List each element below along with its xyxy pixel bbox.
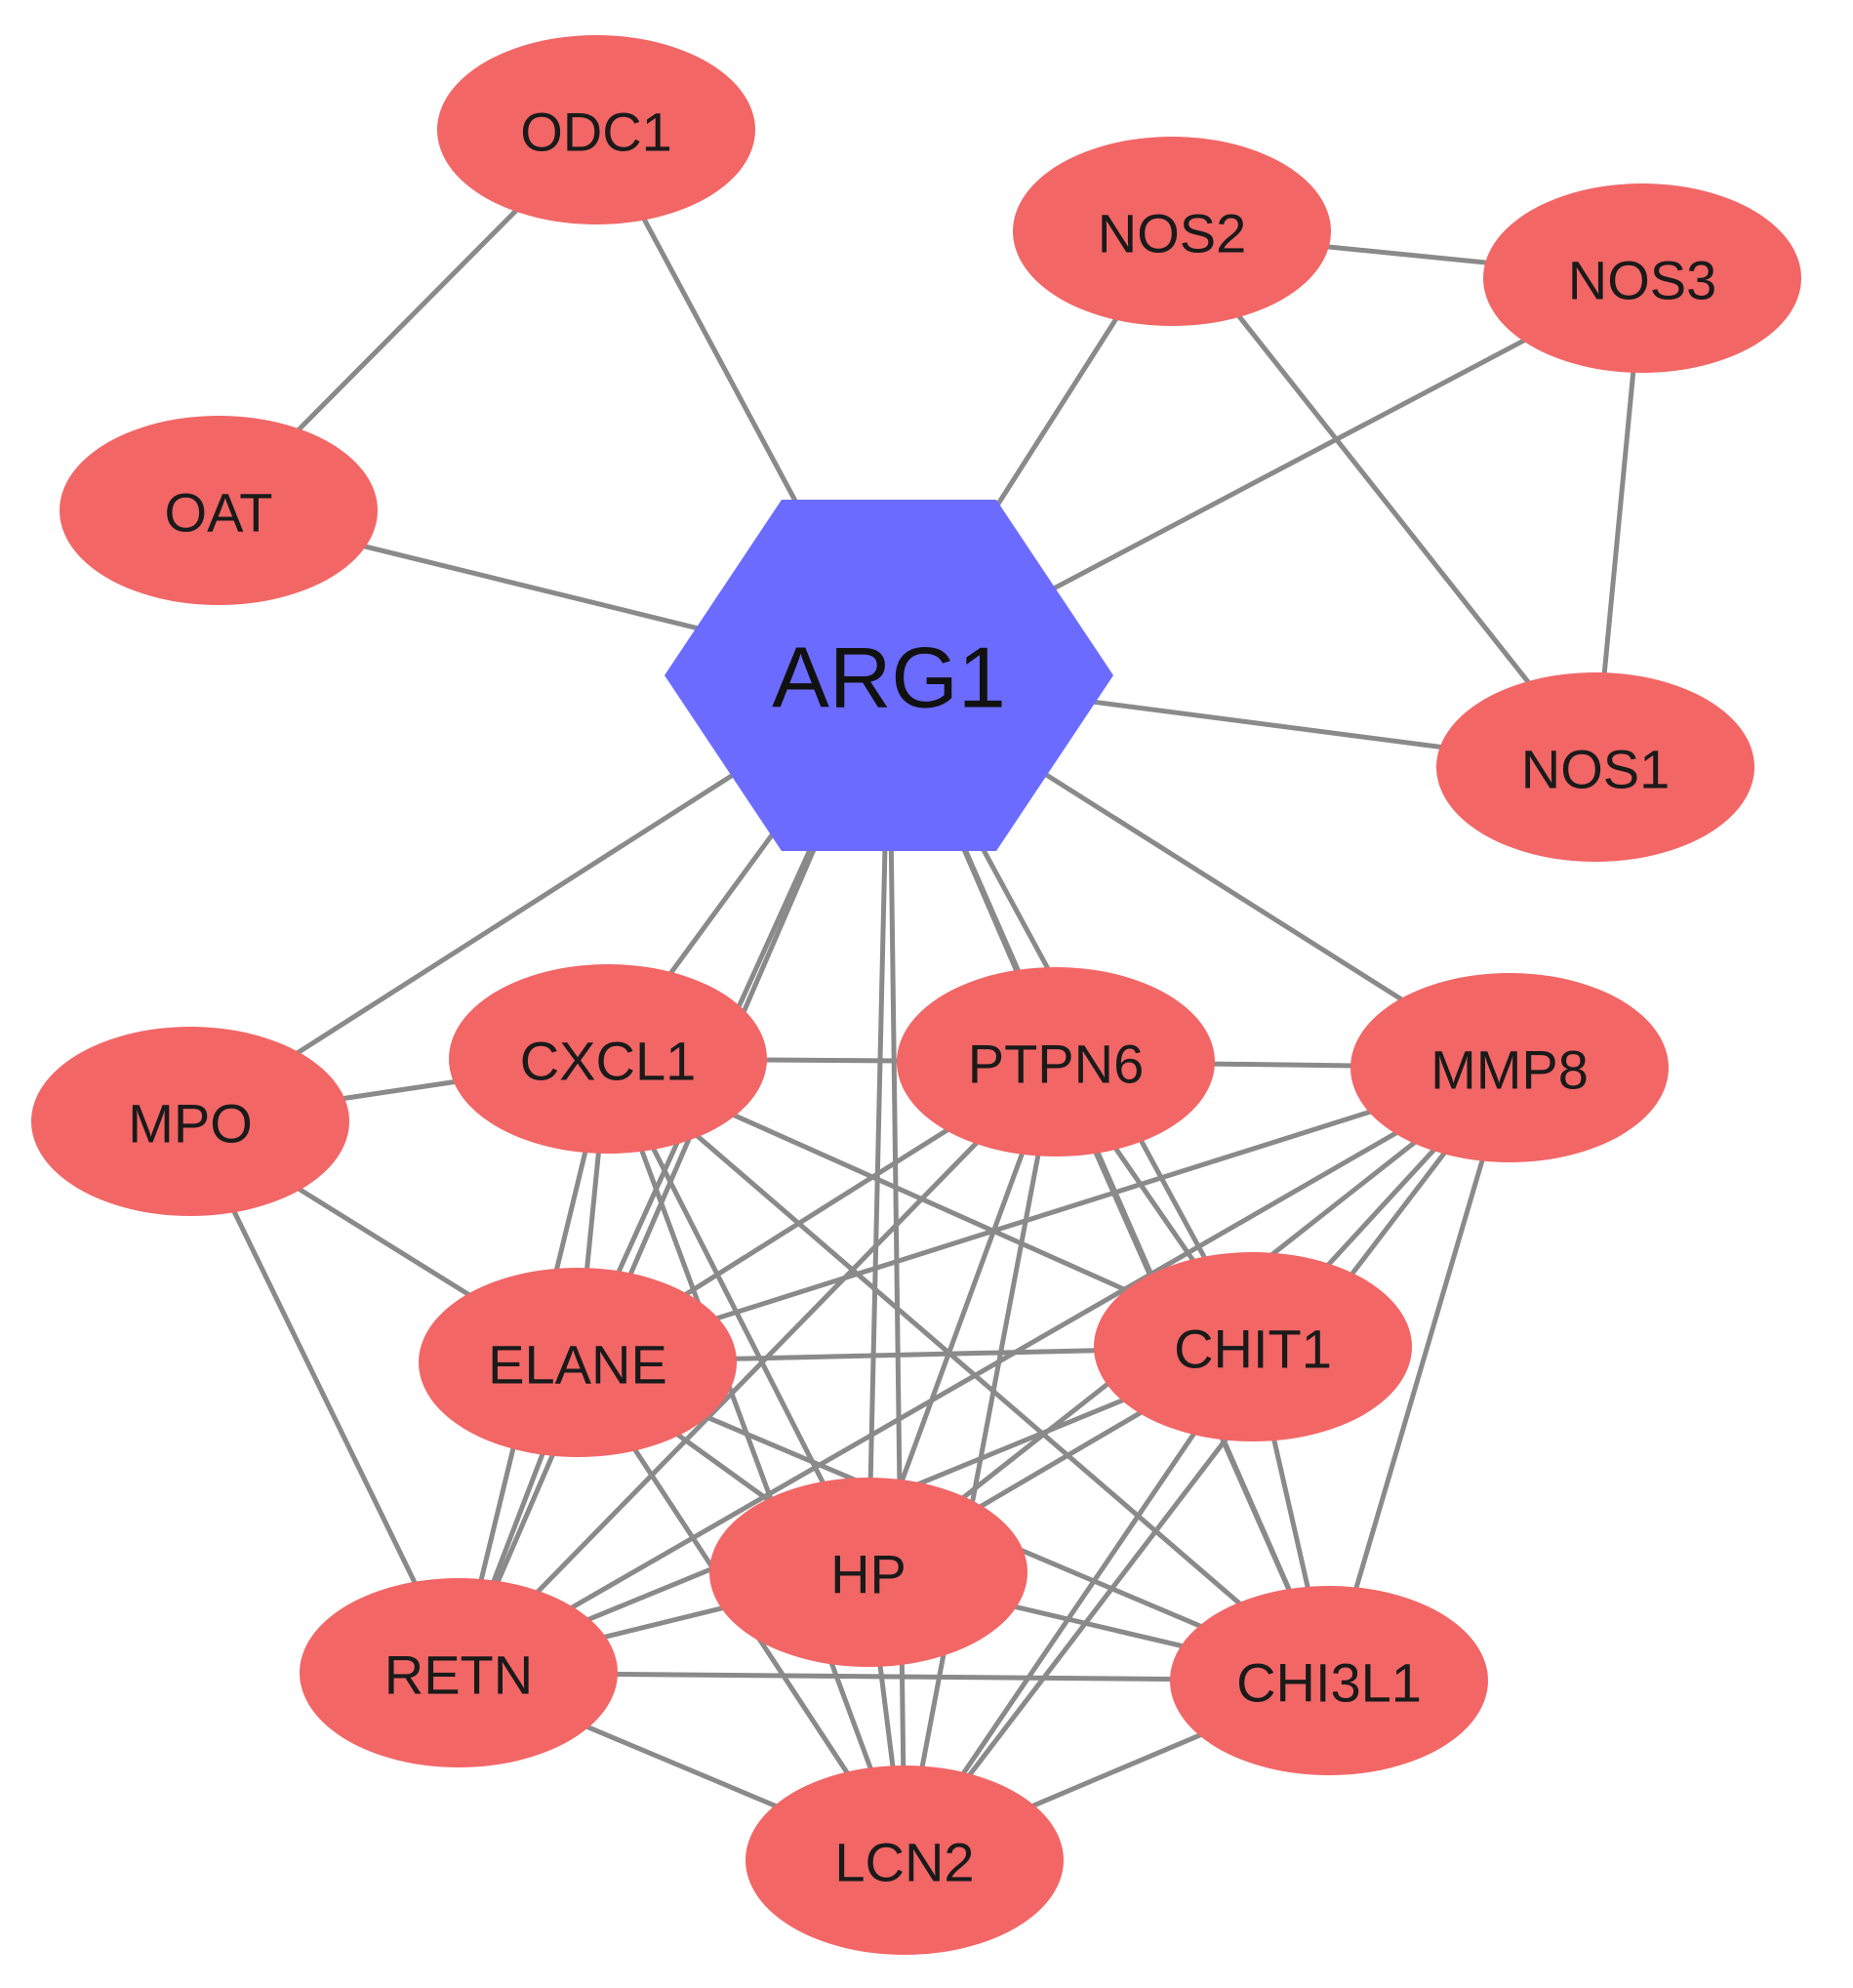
node-label-retn: RETN xyxy=(384,1644,533,1706)
edge-arg1-lcn2 xyxy=(886,672,907,1863)
node-nos1: NOS1 xyxy=(1436,672,1754,862)
node-ellipse-cxcl1 xyxy=(449,964,767,1154)
edge-mpo-retn xyxy=(187,1118,462,1676)
edge-mmp8-retn xyxy=(456,1065,1512,1676)
node-ellipse-nos3 xyxy=(1483,183,1801,373)
edge-cxcl1-lcn2 xyxy=(605,1056,907,1863)
node-chit1: CHIT1 xyxy=(1094,1252,1412,1441)
node-ellipse-hp xyxy=(709,1478,1027,1667)
edge-cxcl1-chi3l1 xyxy=(605,1056,1332,1684)
node-oat: OAT xyxy=(60,416,378,605)
node-label-elane: ELANE xyxy=(488,1334,667,1396)
node-lcn2: LCN2 xyxy=(745,1765,1064,1955)
node-label-ptpn6: PTPN6 xyxy=(968,1034,1145,1095)
node-ellipse-retn xyxy=(300,1578,618,1767)
node-hp: HP xyxy=(709,1478,1027,1667)
node-label-lcn2: LCN2 xyxy=(834,1832,974,1893)
node-ellipse-odc1 xyxy=(437,35,755,224)
node-label-odc1: ODC1 xyxy=(520,101,672,163)
node-nos3: NOS3 xyxy=(1483,183,1801,373)
node-label-mpo: MPO xyxy=(128,1093,253,1155)
node-ellipse-nos2 xyxy=(1013,137,1331,326)
node-chi3l1: CHI3L1 xyxy=(1170,1586,1488,1775)
node-ptpn6: PTPN6 xyxy=(897,967,1215,1156)
node-label-nos1: NOS1 xyxy=(1521,739,1671,800)
node-cxcl1: CXCL1 xyxy=(449,964,767,1154)
node-label-nos3: NOS3 xyxy=(1568,250,1717,311)
edge-mmp8-lcn2 xyxy=(902,1065,1512,1863)
node-label-hp: HP xyxy=(830,1544,906,1605)
node-ellipse-mpo xyxy=(31,1027,349,1216)
node-retn: RETN xyxy=(300,1578,618,1767)
node-mmp8: MMP8 xyxy=(1350,973,1669,1162)
node-label-mmp8: MMP8 xyxy=(1430,1039,1589,1101)
node-label-chi3l1: CHI3L1 xyxy=(1236,1652,1422,1714)
edge-mmp8-elane xyxy=(575,1065,1512,1365)
edge-nos2-nos1 xyxy=(1169,228,1598,770)
node-nos2: NOS2 xyxy=(1013,137,1331,326)
node-arg1: ARG1 xyxy=(665,500,1113,851)
node-mpo: MPO xyxy=(31,1027,349,1216)
node-label-nos2: NOS2 xyxy=(1098,203,1247,264)
node-ellipse-nos1 xyxy=(1436,672,1754,862)
node-ellipse-lcn2 xyxy=(745,1765,1064,1955)
edge-ptpn6-retn xyxy=(456,1059,1059,1676)
node-ellipse-chi3l1 xyxy=(1170,1586,1488,1775)
node-ellipse-ptpn6 xyxy=(897,967,1215,1156)
node-label-chit1: CHIT1 xyxy=(1174,1319,1332,1380)
node-odc1: ODC1 xyxy=(437,35,755,224)
node-label-oat: OAT xyxy=(165,482,273,544)
node-ellipse-mmp8 xyxy=(1350,973,1669,1162)
node-label-cxcl1: CXCL1 xyxy=(520,1031,697,1092)
node-ellipse-oat xyxy=(60,416,378,605)
edge-mmp8-chi3l1 xyxy=(1326,1065,1512,1684)
hub-hexagon xyxy=(665,500,1113,851)
node-label-arg1: ARG1 xyxy=(772,629,1006,726)
node-ellipse-chit1 xyxy=(1094,1252,1412,1441)
node-elane: ELANE xyxy=(419,1268,737,1457)
node-ellipse-elane xyxy=(419,1268,737,1457)
